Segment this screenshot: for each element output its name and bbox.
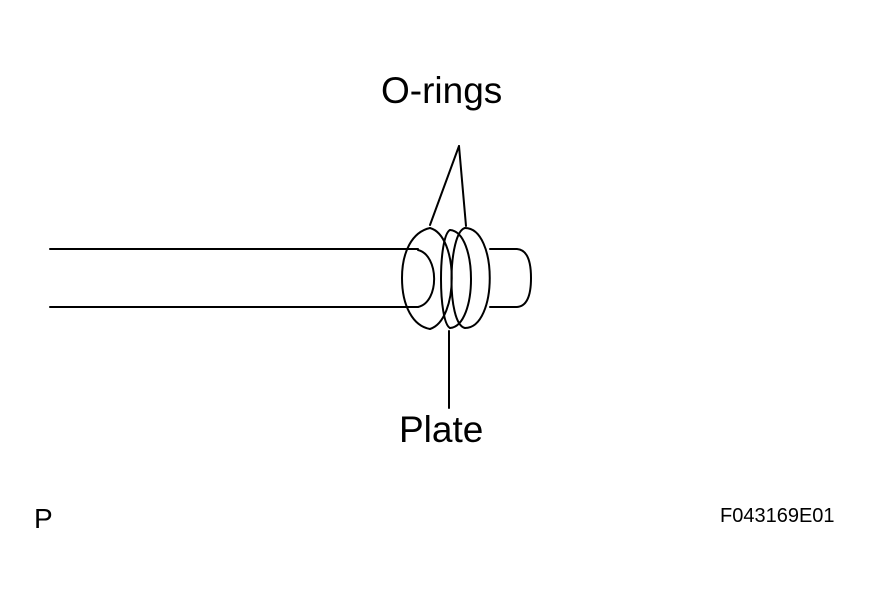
pipe-body — [49, 248, 419, 308]
o-rings-label: O-rings — [381, 70, 503, 111]
view-direction-label: P — [34, 503, 53, 534]
pipe-end-cap — [489, 248, 532, 308]
first-o-ring — [401, 227, 453, 330]
figure-id-label: F043169E01 — [720, 505, 835, 527]
plate-label: Plate — [399, 409, 484, 450]
o-rings-leader-lines — [429, 145, 467, 227]
plate-disc — [440, 229, 472, 329]
